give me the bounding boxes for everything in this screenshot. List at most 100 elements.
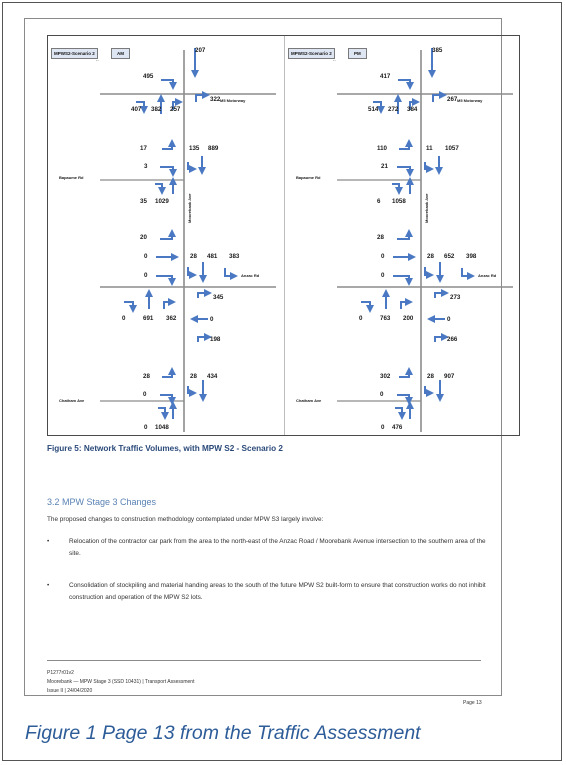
volume-label: 28 bbox=[143, 373, 150, 380]
road-label-chatham: Chatham Ave bbox=[296, 398, 322, 403]
arrow-eb-left bbox=[195, 91, 210, 102]
section-heading: 3.2 MPW Stage 3 Changes bbox=[47, 497, 157, 507]
arrow-eb-left bbox=[432, 91, 447, 102]
arrow-cha-w2 bbox=[397, 394, 413, 405]
tag-dots: .. bbox=[333, 57, 336, 63]
volume-label: 207 bbox=[195, 47, 206, 54]
volume-label: 0 bbox=[447, 316, 451, 323]
volume-label: 0 bbox=[359, 315, 363, 322]
volume-label: 384 bbox=[407, 106, 418, 113]
volume-label: 398 bbox=[466, 253, 477, 260]
intro-paragraph: The proposed changes to construction met… bbox=[47, 516, 324, 523]
volume-label: 385 bbox=[432, 47, 443, 54]
volume-label: 11 bbox=[426, 145, 433, 152]
arrow-anz-c3 bbox=[461, 268, 475, 280]
arrow-anz-c3 bbox=[224, 268, 238, 280]
arrow-right-turn-s1 bbox=[373, 101, 385, 114]
arrow-anz-s1 bbox=[124, 301, 137, 313]
arrow-anz-e1 bbox=[434, 289, 449, 298]
volume-label: 135 bbox=[189, 145, 200, 152]
volume-label: 345 bbox=[213, 294, 224, 301]
volume-label: 0 bbox=[122, 315, 126, 322]
volume-label: 21 bbox=[381, 163, 388, 170]
arrow-cha-c1 bbox=[187, 386, 197, 397]
volume-label: 481 bbox=[207, 253, 218, 260]
intersection-diagram bbox=[100, 48, 276, 432]
arrow-anz-s1 bbox=[361, 301, 374, 313]
road-label-m5: M5 Motorway bbox=[220, 98, 246, 103]
volume-label: 889 bbox=[208, 145, 219, 152]
volume-label: 110 bbox=[377, 145, 387, 152]
volume-label: 0 bbox=[381, 272, 385, 279]
arrow-wb-right-turn bbox=[161, 79, 177, 90]
volume-label: 28 bbox=[427, 253, 434, 260]
arrow-cha-s1 bbox=[395, 407, 406, 420]
arrow-left-s3 bbox=[409, 98, 420, 110]
bullet-marker: • bbox=[47, 582, 50, 589]
volume-label: 0 bbox=[381, 424, 385, 431]
volume-label: 198 bbox=[210, 336, 221, 343]
volume-label: 1057 bbox=[445, 145, 459, 152]
scenario-tag: MPWS2-Scenario 2 bbox=[51, 48, 98, 59]
arrow-bap-c1 bbox=[187, 162, 197, 173]
street-label-moorebank: Moorebank Ave bbox=[187, 193, 192, 224]
arrow-bap-c1 bbox=[424, 162, 434, 173]
volume-label: 0 bbox=[381, 253, 385, 260]
volume-label: 417 bbox=[380, 73, 391, 80]
period-tag: PM bbox=[348, 48, 367, 59]
volume-label: 362 bbox=[166, 315, 177, 322]
volume-label: 382 bbox=[151, 106, 162, 113]
footer-title: Moorebank — MPW Stage 3 (SSD 10431) | Tr… bbox=[47, 679, 195, 685]
arrow-anz-e3 bbox=[434, 333, 449, 342]
volume-label: 267 bbox=[447, 96, 458, 103]
arrow-cha-w1 bbox=[399, 367, 413, 378]
volume-label: 3 bbox=[144, 163, 148, 170]
arrow-bap-left bbox=[399, 139, 413, 150]
arrow-anz-w3 bbox=[156, 275, 176, 286]
volume-label: 652 bbox=[444, 253, 455, 260]
screenshot-caption: Figure 1 Page 13 from the Traffic Assess… bbox=[25, 722, 421, 744]
volume-label: 1058 bbox=[392, 198, 406, 205]
volume-label: 0 bbox=[380, 391, 384, 398]
road-label-bapaume: Bapaume Rd bbox=[296, 175, 321, 180]
footer-rule bbox=[47, 660, 481, 661]
volume-label: 17 bbox=[140, 145, 147, 152]
arrow-bap-left bbox=[162, 139, 176, 150]
volume-label: 257 bbox=[170, 106, 181, 113]
street-label-moorebank: Moorebank Ave bbox=[424, 193, 429, 224]
volume-label: 273 bbox=[450, 294, 461, 301]
arrow-anz-w1 bbox=[397, 229, 413, 240]
volume-label: 272 bbox=[388, 106, 399, 113]
volume-label: 407 bbox=[131, 106, 142, 113]
volume-label: 302 bbox=[380, 373, 391, 380]
arrow-bap-s1 bbox=[155, 183, 166, 195]
road-label-bapaume: Bapaume Rd bbox=[59, 175, 84, 180]
volume-label: 0 bbox=[143, 391, 147, 398]
arrow-anz-c1 bbox=[187, 267, 197, 279]
bullet-text: Consolidation of stockpiling and materia… bbox=[69, 582, 486, 601]
scenario-tag: MPWS2-Scenario 2 bbox=[288, 48, 335, 59]
arrow-anz-e1 bbox=[197, 289, 212, 298]
intersection-diagram bbox=[337, 48, 513, 432]
volume-label: 0 bbox=[144, 253, 148, 260]
footer-issue: Issue II | 24/04/2020 bbox=[47, 688, 93, 694]
arrow-cha-w2 bbox=[160, 394, 176, 405]
volume-label: 28 bbox=[190, 373, 197, 380]
tag-dots: .. bbox=[96, 57, 99, 63]
bullet-text: Relocation of the contractor car park fr… bbox=[69, 538, 486, 557]
figure-5-caption: Figure 5: Network Traffic Volumes, with … bbox=[47, 444, 283, 453]
road-label-anzac: Anzac Rd bbox=[241, 273, 260, 278]
arrow-anz-e3 bbox=[197, 333, 212, 342]
volume-label: 28 bbox=[190, 253, 197, 260]
panel-divider bbox=[284, 36, 285, 435]
volume-label: 1029 bbox=[155, 198, 169, 205]
road-label-chatham: Chatham Ave bbox=[59, 398, 85, 403]
volume-label: 28 bbox=[377, 234, 384, 241]
arrow-right-turn-s1 bbox=[136, 101, 148, 114]
arrow-bap-right bbox=[160, 166, 177, 177]
arrow-anz-s3 bbox=[400, 298, 413, 309]
